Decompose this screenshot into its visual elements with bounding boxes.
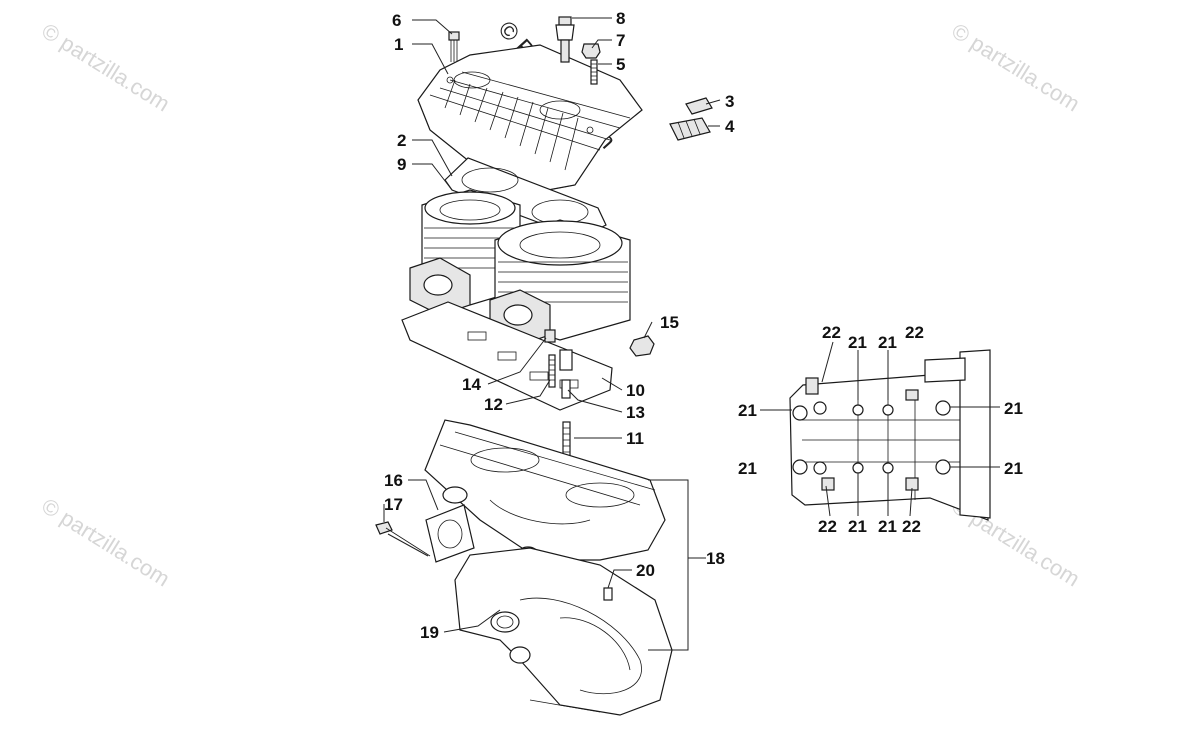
callout-side-22c: 22 [818,517,837,536]
nut-15 [629,335,655,357]
dowel-14 [544,329,556,343]
base-gasket [401,301,613,411]
callout-6: 6 [392,11,401,30]
bolt-17 [375,521,431,557]
stud-12 [548,354,556,388]
callout-labels: 6 1 8 7 5 3 4 2 9 15 14 10 12 13 11 16 1… [384,9,1023,642]
callout-side-21f: 21 [1004,459,1023,478]
callout-side-21h: 21 [878,517,897,536]
callout-7: 7 [616,31,625,50]
intake-plate-16 [425,504,475,563]
callout-14: 14 [462,375,481,394]
callout-15: 15 [660,313,679,332]
callout-side-21d: 21 [1004,399,1023,418]
block-4 [669,117,711,141]
callout-side-22d: 22 [902,517,921,536]
callout-17: 17 [384,495,403,514]
block-3 [685,97,713,115]
callout-19: 19 [420,623,439,642]
callout-9: 9 [397,155,406,174]
temp-sensor-8 [555,16,575,63]
nut-7 [581,43,601,59]
callout-side-21b: 21 [878,333,897,352]
callout-16: 16 [384,471,403,490]
lower-crankcase [454,547,673,716]
stud-5 [590,59,598,85]
cylinders [409,189,631,346]
callout-side-21e: 21 [738,459,757,478]
callout-20: 20 [636,561,655,580]
callout-11: 11 [626,429,644,448]
leader-lines [383,17,1000,651]
head-bolt-6 [448,31,460,62]
callout-side-21g: 21 [848,517,867,536]
callout-10: 10 [626,381,645,400]
watermark-top-left: © partzilla.com [37,18,174,116]
callout-side-21c: 21 [738,401,757,420]
watermark-top-right: © partzilla.com [947,18,1084,116]
crankcase-side-view [789,349,991,521]
dowel-13 [559,349,573,399]
callout-side-22b: 22 [905,323,924,342]
watermark-bottom-left: © partzilla.com [37,493,174,591]
callout-side-21a: 21 [848,333,867,352]
callout-13: 13 [626,403,645,422]
callout-4: 4 [725,117,735,136]
callout-8: 8 [616,9,625,28]
callout-2: 2 [397,131,406,150]
callout-18: 18 [706,549,725,568]
cylinder-head [417,44,643,191]
callout-5: 5 [616,55,625,74]
callout-1: 1 [394,35,403,54]
pin-20 [603,587,613,601]
callout-3: 3 [725,92,734,111]
callout-side-22a: 22 [822,323,841,342]
callout-12: 12 [484,395,503,414]
